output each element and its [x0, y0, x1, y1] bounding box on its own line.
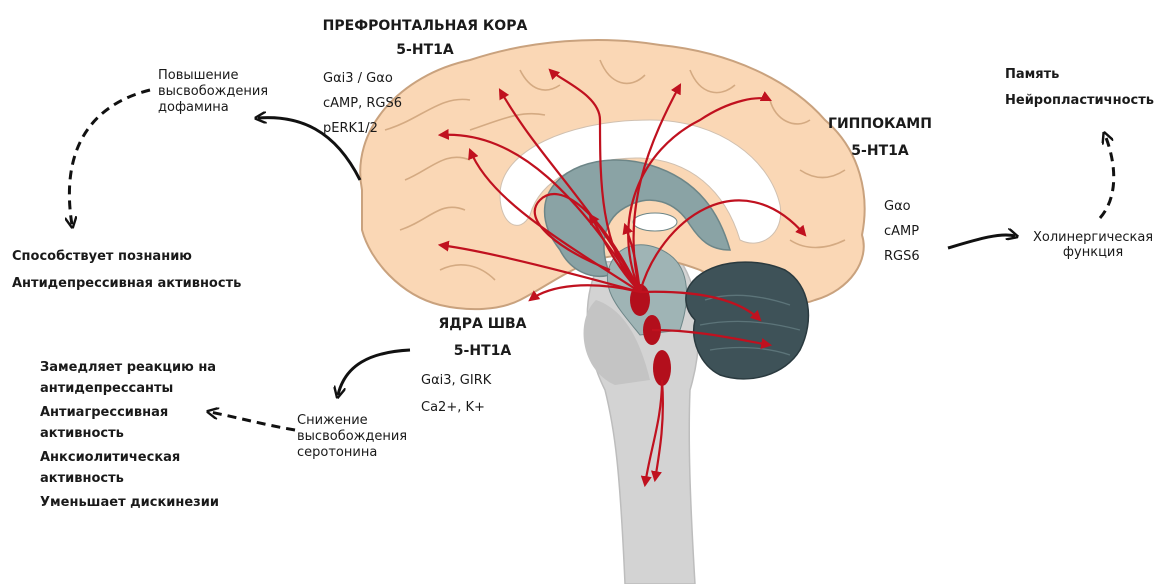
cognition-text: Способствует познанию [12, 248, 192, 265]
effects-list: Замедляет реакцию на антидепрессанты Ант… [40, 360, 219, 516]
dashed-arrow-to-cognition [69, 90, 150, 225]
prefrontal-item: pERK1/2 [323, 120, 378, 137]
memory-text: Память [1005, 66, 1059, 83]
serotonin-release-label: Снижение высвобождения серотонина [297, 413, 407, 461]
hippocampus-item: Gαo [884, 198, 911, 215]
dopamine-line: Повышение [158, 68, 268, 84]
raphe-title: ЯДРА ШВА [415, 316, 550, 332]
dopamine-line: дофамина [158, 100, 268, 116]
prefrontal-receptor: 5-HT1A [315, 42, 535, 58]
cerebellum [686, 262, 809, 379]
raphe-item: Gαi3, GIRK [421, 372, 491, 389]
serotonin-line: серотонина [297, 445, 407, 461]
serotonin-line: высвобождения [297, 429, 407, 445]
dopamine-release-label: Повышение высвобождения дофамина [158, 68, 268, 116]
hippocampus-title: ГИППОКАМП [820, 116, 940, 132]
prefrontal-title: ПРЕФРОНТАЛЬНАЯ КОРА [315, 18, 535, 34]
antidepressant-text: Антидепрессивная активность [12, 275, 241, 292]
dopamine-line: высвобождения [158, 84, 268, 100]
hippocampus-item: RGS6 [884, 248, 920, 265]
prefrontal-item: Gαi3 / Gαo [323, 70, 393, 87]
effect-item: Уменьшает дискинезии [40, 495, 219, 510]
cholinergic-line: Холинергическая [1033, 230, 1153, 245]
effect-item: Замедляет реакцию на антидепрессанты [40, 360, 219, 396]
ventricle [633, 213, 677, 231]
arrow-to-cholinergic [948, 235, 1015, 248]
arrow-to-serotonin [338, 350, 410, 395]
dashed-arrow-to-memory [1100, 135, 1114, 218]
prefrontal-item: cAMP, RGS6 [323, 95, 402, 112]
effect-item: Анксиолитическая активность [40, 450, 219, 486]
raphe-receptor: 5-HT1A [415, 343, 550, 359]
hippocampus-item: cAMP [884, 223, 919, 240]
raphe-item: Ca2+, K+ [421, 399, 485, 416]
hippocampus-receptor: 5-HT1A [820, 143, 940, 159]
cholinergic-line: функция [1033, 245, 1153, 260]
effect-item: Антиагрессивная активность [40, 405, 219, 441]
dashed-arrow-to-effects [210, 412, 295, 430]
neuroplasticity-text: Нейропластичность [1005, 92, 1154, 109]
cholinergic-label: Холинергическая функция [1033, 230, 1153, 260]
serotonin-line: Снижение [297, 413, 407, 429]
